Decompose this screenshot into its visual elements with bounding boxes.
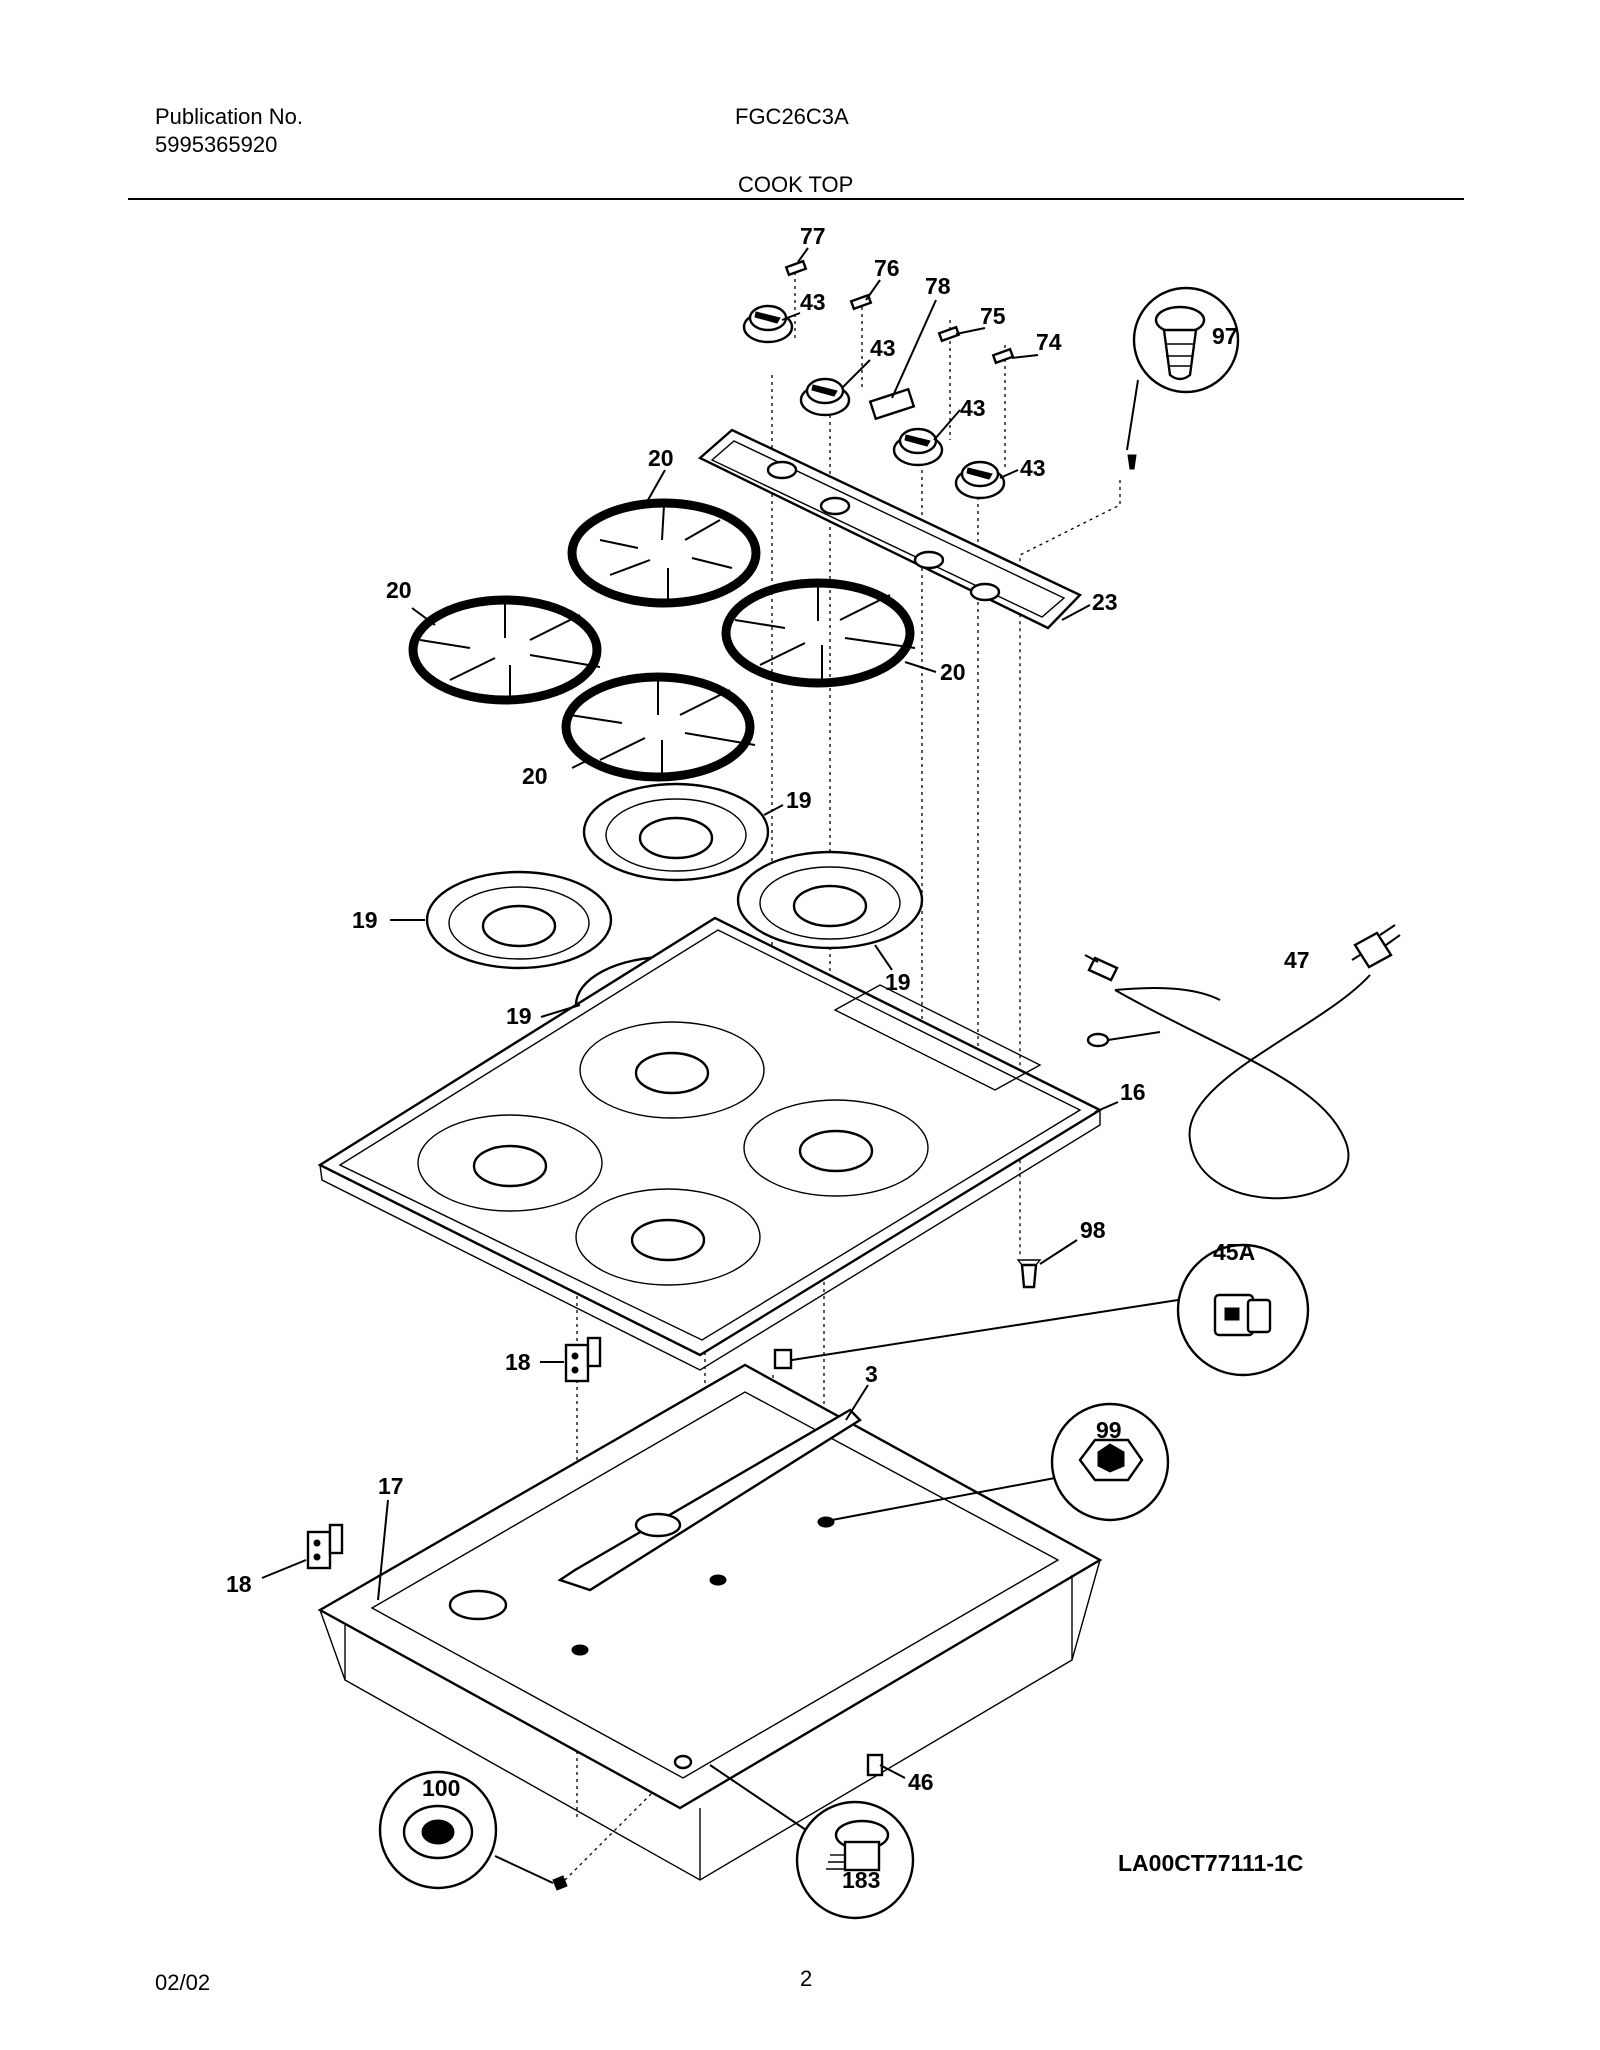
burner-grates xyxy=(408,498,916,782)
hinges xyxy=(306,1336,602,1570)
callout-17: 17 xyxy=(378,1473,404,1499)
cooktop xyxy=(317,916,1103,1371)
callout-99: 99 xyxy=(1096,1417,1122,1443)
bolt-183 xyxy=(795,1800,915,1920)
hinge-upper xyxy=(564,1336,602,1383)
callout-47: 47 xyxy=(1284,947,1310,973)
callout-43-1: 43 xyxy=(800,289,826,315)
callout-20-4: 20 xyxy=(522,763,548,789)
publication-number: 5995365920 xyxy=(155,132,278,157)
burner-bowl-1 xyxy=(582,782,770,882)
callout-100: 100 xyxy=(422,1775,460,1801)
burner-box xyxy=(317,1363,1103,1881)
footer-page-number: 2 xyxy=(800,1966,813,1991)
knob-labels xyxy=(784,259,1015,421)
control-knob-2 xyxy=(799,377,851,417)
burner-grate-back-right xyxy=(721,578,916,688)
section-title: COOK TOP xyxy=(738,172,854,197)
igniter-switch-45A xyxy=(773,1243,1310,1377)
control-panel xyxy=(697,428,1083,630)
callout-20-2: 20 xyxy=(386,577,412,603)
control-knob-1 xyxy=(742,304,794,344)
control-knob-4 xyxy=(954,460,1006,500)
callout-19-1: 19 xyxy=(786,787,812,813)
burner-grate-left xyxy=(408,595,602,705)
callout-19-3: 19 xyxy=(885,969,911,995)
callout-numbers: 77 76 78 75 74 97 43 43 43 43 20 20 20 2… xyxy=(226,223,1310,1893)
clip-98 xyxy=(1016,1259,1042,1289)
callout-43-3: 43 xyxy=(960,395,986,421)
control-knob-3 xyxy=(892,427,944,467)
callout-leaders xyxy=(261,247,1361,1884)
burner-bowl-2 xyxy=(425,870,613,970)
callout-77: 77 xyxy=(800,223,826,249)
callout-20-3: 20 xyxy=(940,659,966,685)
callout-23: 23 xyxy=(1092,589,1118,615)
burner-grate-back-left xyxy=(567,498,761,608)
callout-46: 46 xyxy=(908,1769,934,1795)
burner-bowl-3 xyxy=(736,850,924,950)
burner-grate-front xyxy=(561,672,756,782)
callout-19-2: 19 xyxy=(352,907,378,933)
header-rule xyxy=(128,198,1464,200)
callout-76: 76 xyxy=(874,255,900,281)
callout-19-4: 19 xyxy=(506,1003,532,1029)
callout-16: 16 xyxy=(1120,1079,1146,1105)
callout-3: 3 xyxy=(865,1361,878,1387)
callout-74: 74 xyxy=(1036,329,1062,355)
footer-date: 02/02 xyxy=(155,1970,211,1995)
callout-20-1: 20 xyxy=(648,445,674,471)
callout-18-2: 18 xyxy=(226,1571,252,1597)
power-cord xyxy=(1084,924,1401,1200)
callout-98: 98 xyxy=(1080,1217,1106,1243)
callout-75: 75 xyxy=(980,303,1006,329)
callout-97: 97 xyxy=(1212,323,1238,349)
screw-97 xyxy=(1127,286,1240,470)
diagram-code: LA00CT77111-1C xyxy=(1118,1850,1304,1876)
callout-45A: 45A xyxy=(1213,1239,1255,1265)
model-number: FGC26C3A xyxy=(735,104,849,129)
callout-43-4: 43 xyxy=(1020,455,1046,481)
callout-183: 183 xyxy=(842,1867,880,1893)
leveling-foot-100 xyxy=(378,1770,568,1891)
hinge-lower xyxy=(306,1523,344,1570)
grommet-99 xyxy=(1050,1402,1170,1522)
callout-43-2: 43 xyxy=(870,335,896,361)
callout-18-1: 18 xyxy=(505,1349,531,1375)
callout-78: 78 xyxy=(925,273,951,299)
publication-label: Publication No. xyxy=(155,104,303,129)
control-knob-group xyxy=(742,304,1006,500)
